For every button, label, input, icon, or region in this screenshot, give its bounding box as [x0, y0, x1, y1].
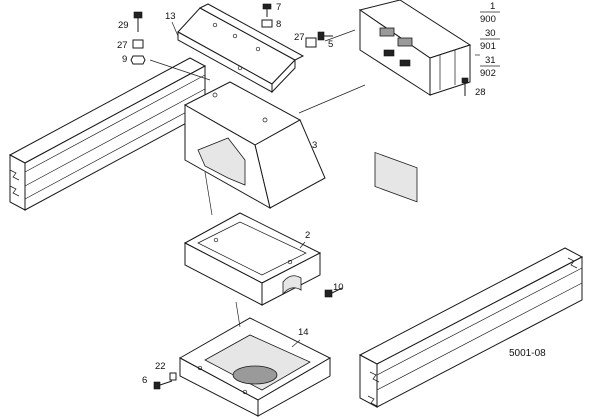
callout-6: 6: [142, 375, 147, 386]
cover-part-14: [178, 317, 332, 417]
callout-31: 31: [485, 55, 496, 66]
callout-14: 14: [298, 327, 309, 338]
bracket-part-13: [177, 3, 305, 94]
tray-part-2: [183, 212, 322, 306]
callout-13: 13: [165, 11, 176, 22]
callout-1: 1: [490, 1, 495, 12]
callout-8: 8: [276, 19, 281, 30]
callout-22: 22: [155, 361, 166, 372]
control-unit-part-1: [358, 0, 472, 203]
callout-7: 7: [276, 2, 281, 13]
callout-901: 901: [480, 41, 496, 52]
variant-callout-stack: 1 900 30 901 31 902: [480, 1, 500, 79]
leader-lines: [149, 21, 480, 348]
left-rail: [8, 57, 207, 211]
housing-part-3: [183, 81, 326, 209]
right-rail: [358, 247, 584, 408]
callout-29: 29: [118, 20, 129, 31]
drawing-reference: 5001-08: [509, 348, 546, 359]
callout-10: 10: [333, 282, 344, 293]
callout-900: 900: [480, 14, 496, 25]
fasteners: [130, 3, 469, 390]
callout-27-right: 27: [294, 32, 305, 43]
callout-28: 28: [475, 87, 486, 98]
callout-5: 5: [328, 39, 333, 50]
callout-27-left: 27: [117, 40, 128, 51]
callout-9: 9: [122, 54, 127, 65]
callout-labels: 29 13 27 9 7 8 27 5 3 2 10 14 22 6 28 50…: [117, 2, 546, 386]
callout-30: 30: [485, 28, 496, 39]
callout-2: 2: [305, 230, 310, 241]
callout-3: 3: [312, 140, 317, 151]
callout-902: 902: [480, 68, 496, 79]
